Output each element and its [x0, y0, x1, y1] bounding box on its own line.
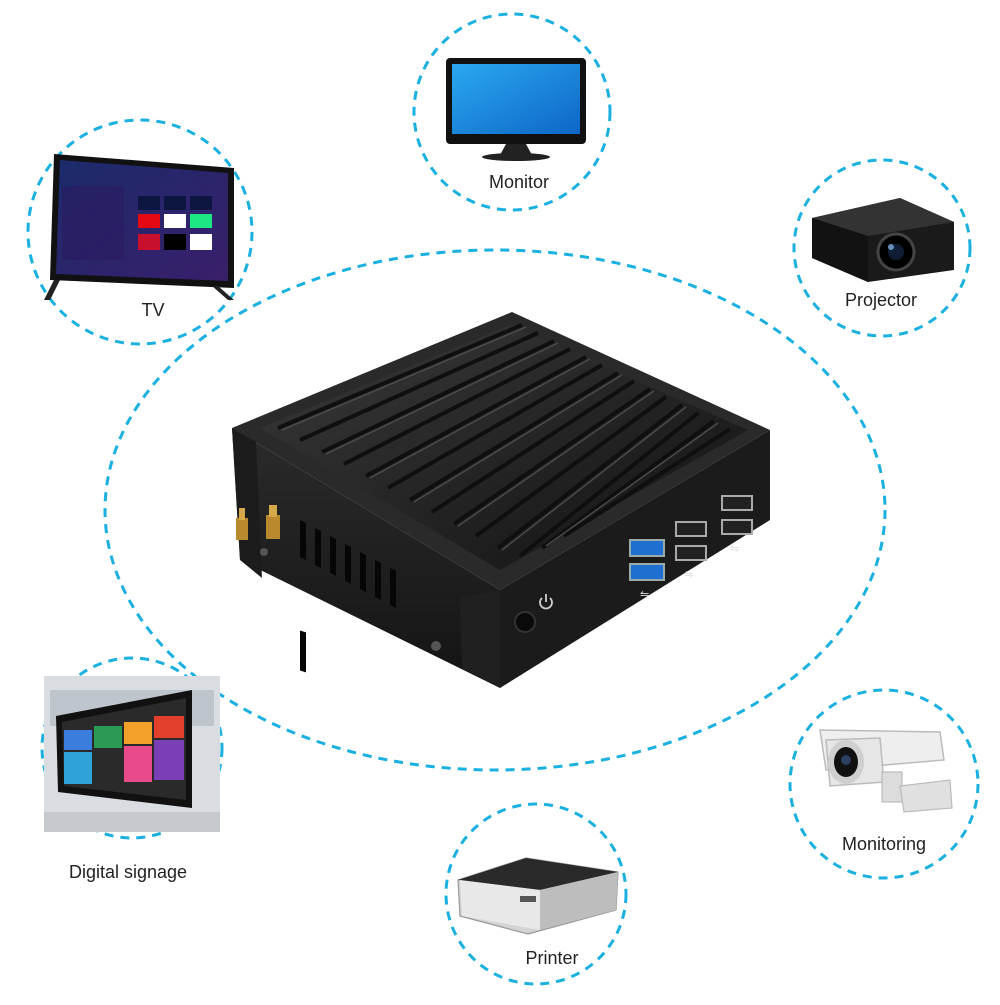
antenna-connectors	[236, 505, 280, 540]
power-icon	[539, 594, 553, 610]
usb-icon: ⇋	[640, 588, 649, 601]
svg-text:⇋: ⇋	[730, 542, 739, 555]
label-projector: Projector	[844, 290, 918, 310]
peripheral-projector	[792, 158, 972, 338]
peripheral-monitor	[412, 12, 612, 212]
svg-text:⇋: ⇋	[684, 568, 693, 581]
usb-ports: ⇋ ⇋ ⇋	[629, 495, 753, 601]
label-monitor: Monitor	[488, 172, 550, 192]
monitor-icon	[446, 58, 586, 161]
peripheral-printer	[444, 802, 628, 986]
digital-signage-icon	[44, 676, 220, 832]
printer-icon	[457, 857, 619, 935]
label-monitoring: Monitoring	[841, 834, 927, 854]
peripheral-tv	[26, 118, 254, 346]
label-printer: Printer	[525, 948, 579, 968]
central-dashed-ellipse	[103, 248, 887, 772]
power-button[interactable]	[514, 611, 536, 633]
projector-icon	[812, 198, 954, 282]
peripheral-digital-signage	[40, 656, 224, 840]
peripheral-monitoring	[788, 688, 980, 880]
mini-pc: ⇋ ⇋ ⇋	[232, 312, 770, 688]
label-digital-signage: Digital signage	[68, 862, 188, 882]
tv-icon	[44, 154, 234, 300]
security-camera-icon	[819, 729, 953, 813]
label-tv: TV	[141, 300, 165, 320]
